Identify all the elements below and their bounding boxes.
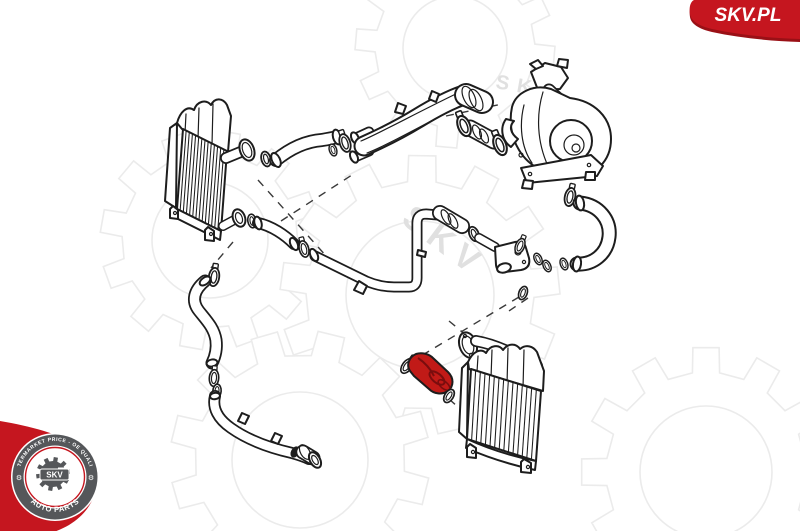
lower-charge-hose — [208, 390, 323, 469]
twin-charge-pipe — [348, 83, 494, 164]
outlet-flange-top — [238, 138, 256, 162]
banner-shape — [689, 0, 800, 39]
turbo-outlet-hose — [569, 194, 617, 273]
left-intercooler — [164, 98, 256, 242]
badge-center-band — [39, 468, 70, 481]
brand-logo-text: SKV.PL — [715, 5, 782, 26]
hose-coupler — [461, 119, 503, 150]
right-intercooler — [457, 331, 545, 474]
mid-charge-pipe — [308, 205, 470, 295]
brand-banner: SKV.PL — [689, 0, 800, 42]
badge-gear-icon: ⚙ — [88, 474, 94, 482]
outlet-flange-bottom — [231, 208, 247, 228]
badge-gear-icon: ⚙ — [16, 474, 22, 482]
lower-left-hose — [252, 215, 300, 252]
highlighted-elbow-hose — [407, 352, 454, 395]
badge-center-text: SKV — [46, 471, 63, 480]
turbocharger — [501, 58, 612, 190]
